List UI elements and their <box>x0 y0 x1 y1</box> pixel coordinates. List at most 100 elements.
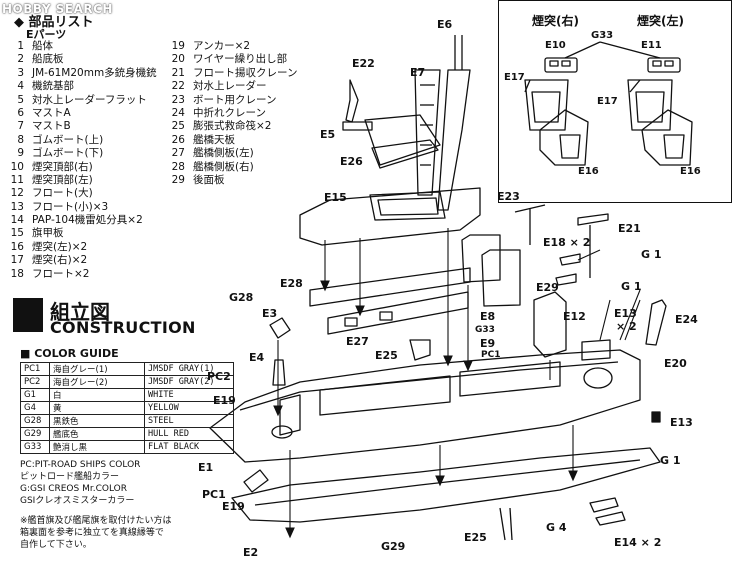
color-en: HULL RED <box>144 427 234 441</box>
part-name: JM-61M20mm多銃身機銃 <box>32 66 157 79</box>
callout-e13: E13 <box>670 416 693 429</box>
part-number: 23 <box>171 93 185 106</box>
callout-e22: E22 <box>352 57 375 70</box>
mast-drawing <box>414 35 471 211</box>
part-name: 船底板 <box>32 53 64 66</box>
part-number: 7 <box>17 120 24 133</box>
inset-label-e17b: E17 <box>597 96 618 107</box>
part-name: ワイヤー繰り出し部 <box>193 53 288 66</box>
callout-e8: E8 <box>480 310 496 323</box>
part-number: 26 <box>171 133 185 146</box>
construction-title-jp: 組立図 <box>50 300 110 324</box>
watermark-text: HOBBY SEARCH <box>2 2 113 16</box>
callout-e19b: E19 <box>222 500 245 513</box>
part-number: 24 <box>171 106 185 119</box>
parts-list-item: 16 煙突(左)×2 <box>2 241 157 254</box>
parts-list-item: 1 船体 <box>2 40 157 53</box>
callout-e1: E1 <box>198 461 214 474</box>
hull-bottom-drawing <box>231 447 661 523</box>
callout-g1a: G 1 <box>641 248 662 261</box>
part-number: 17 <box>10 254 24 267</box>
color-code: G1 <box>20 388 50 402</box>
callout-g29: G29 <box>381 540 406 553</box>
part-number: 1 <box>17 40 24 52</box>
callout-e23: E23 <box>497 190 520 203</box>
part-name: 煙突(左)×2 <box>32 240 88 253</box>
color-guide-title: COLOR GUIDE <box>34 347 119 360</box>
color-jp: 艶消し黒 <box>49 440 145 454</box>
part-name: 膨張式救命筏×2 <box>193 120 272 133</box>
part-number: 14 <box>10 214 24 227</box>
parts-list-title: 部品リスト <box>28 15 94 30</box>
part-number: 18 <box>10 267 24 280</box>
inset-label-e16a: E16 <box>578 166 599 177</box>
inset-label-e10: E10 <box>545 40 566 51</box>
callout-g1c: G 1 <box>660 454 681 467</box>
inset-title-left: 煙突(左) <box>637 14 684 28</box>
part-name: アンカー×2 <box>193 40 251 52</box>
color-code: G29 <box>20 427 50 441</box>
parts-list-header: ◆ 部品リスト <box>14 15 94 30</box>
footnote-line: 箱裏面を参考に独立てを真線縁等で <box>20 528 164 538</box>
color-note-line: PC:PIT-ROAD SHIPS COLOR <box>20 460 141 470</box>
part-number: 10 <box>10 160 24 173</box>
assembly-footnote: ※艦首旗及び艦尾旗を取付けたい方は箱裏面を参考に独立てを真線縁等で自作して下さい… <box>20 515 172 551</box>
part-number: 11 <box>10 173 24 186</box>
callout-e19a: E19 <box>213 394 236 407</box>
color-jp: 黒鉄色 <box>49 414 145 428</box>
callout-g28: G28 <box>229 291 254 304</box>
funnel-left-drawing <box>627 57 693 166</box>
color-code: PC2 <box>20 375 50 389</box>
color-en: STEEL <box>144 414 234 428</box>
part-name: 煙突頂部(左) <box>32 173 93 186</box>
callout-e20: E20 <box>664 357 687 370</box>
callout-e29: E29 <box>536 281 559 294</box>
color-guide-header: ■ COLOR GUIDE <box>20 347 119 360</box>
callout-e14: E14 × 2 <box>614 536 662 549</box>
part-number: 19 <box>171 40 185 52</box>
callout-e9: E9 <box>480 337 496 350</box>
part-number: 27 <box>171 147 185 160</box>
part-number: 15 <box>10 227 24 240</box>
part-name: ゴムボート(上) <box>32 133 104 146</box>
part-number: 12 <box>10 187 24 200</box>
funnel-right-drawing <box>524 57 589 166</box>
funnel-inset <box>498 0 732 203</box>
part-name: 対水上レーダー <box>193 80 267 93</box>
part-name: 船体 <box>32 40 53 52</box>
color-jp: 白 <box>49 388 145 402</box>
part-name: マストB <box>32 120 71 133</box>
inset-label-g33: G33 <box>591 30 614 41</box>
color-note-line: G:GSI CREOS Mr.COLOR <box>20 484 127 494</box>
footnote-line: 自作して下さい。 <box>20 540 92 550</box>
color-code: G4 <box>20 401 50 415</box>
callout-g33: G33 <box>475 325 495 335</box>
part-name: 機銃基部 <box>32 80 74 93</box>
part-name: フロート(小)×3 <box>32 200 109 213</box>
callout-e7: E7 <box>410 66 426 79</box>
hull-drawing <box>209 339 641 463</box>
callout-e13x2: E13 <box>614 307 637 320</box>
part-number: 16 <box>10 240 24 253</box>
flag-deck-drawing <box>299 187 481 246</box>
part-name: 後面板 <box>193 173 225 186</box>
